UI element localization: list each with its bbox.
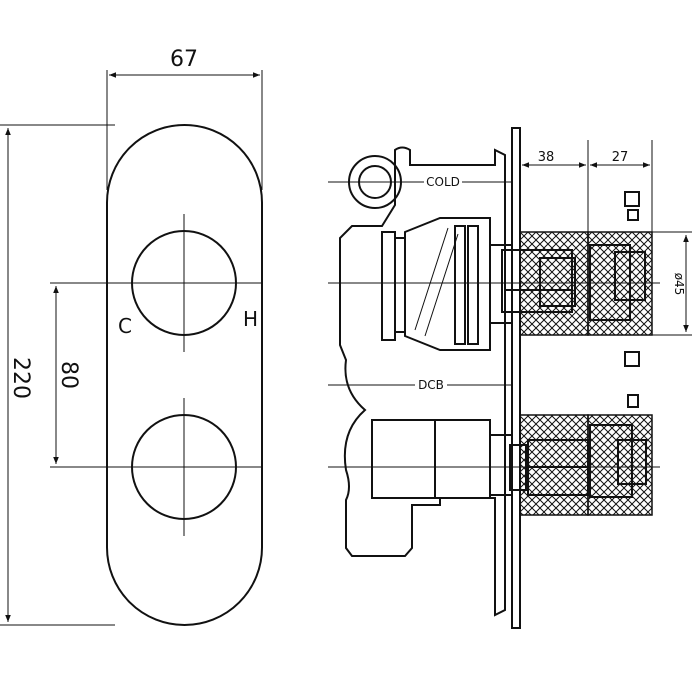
knob-depth-dimension-label: 27 xyxy=(612,150,629,165)
upper-knob-body-section xyxy=(519,231,589,336)
upper-cartridge-spring xyxy=(414,227,459,337)
lower-knob-cap-section xyxy=(587,414,653,516)
valve-body-outline xyxy=(339,146,506,617)
width-dimension-label: 67 xyxy=(170,47,198,72)
upper-knob-insert xyxy=(589,244,631,321)
hot-side-label: H xyxy=(243,307,258,331)
faceplate-outline xyxy=(106,124,263,626)
lower-grub-screw-top xyxy=(624,351,640,367)
side-view: 38 27 ø45 COLD xyxy=(328,127,692,629)
upper-cartridge-housing xyxy=(404,217,491,351)
depth-dimension-label: 38 xyxy=(538,150,555,165)
dcb-label: DCB xyxy=(418,378,444,392)
upper-cartridge-nut xyxy=(489,244,513,324)
lower-knob-insert xyxy=(589,424,633,498)
cold-inlet-label: COLD xyxy=(426,175,460,189)
upper-spindle-block xyxy=(539,257,576,307)
wall-plate xyxy=(511,127,521,629)
upper-knob-cap-section xyxy=(587,231,653,336)
upper-cartridge-ring-2 xyxy=(467,225,479,345)
lower-knob-body-section xyxy=(519,414,589,516)
upper-grub-screw-seat xyxy=(614,251,646,301)
cold-label-backdrop xyxy=(424,172,462,190)
diameter-dimension-label: ø45 xyxy=(672,273,686,296)
upper-spindle-housing xyxy=(501,249,573,313)
upper-cartridge-cap xyxy=(381,231,396,341)
lower-cartridge-flange xyxy=(489,434,513,496)
centers-dimension-label: 80 xyxy=(56,361,81,389)
front-view: 67 220 80 C H xyxy=(0,47,263,626)
lower-grub-screw-shank xyxy=(627,394,639,408)
upper-grub-screw-shank xyxy=(627,209,639,221)
dcb-label-backdrop xyxy=(415,375,447,393)
cold-side-label: C xyxy=(118,314,132,338)
lower-grub-screw-seat xyxy=(617,439,647,485)
upper-grub-screw-top xyxy=(624,191,640,207)
height-dimension-label: 220 xyxy=(8,357,33,399)
lower-cartridge-housing xyxy=(371,419,491,499)
upper-cartridge-ring-1 xyxy=(454,225,466,345)
upper-cartridge-collar xyxy=(394,237,406,333)
